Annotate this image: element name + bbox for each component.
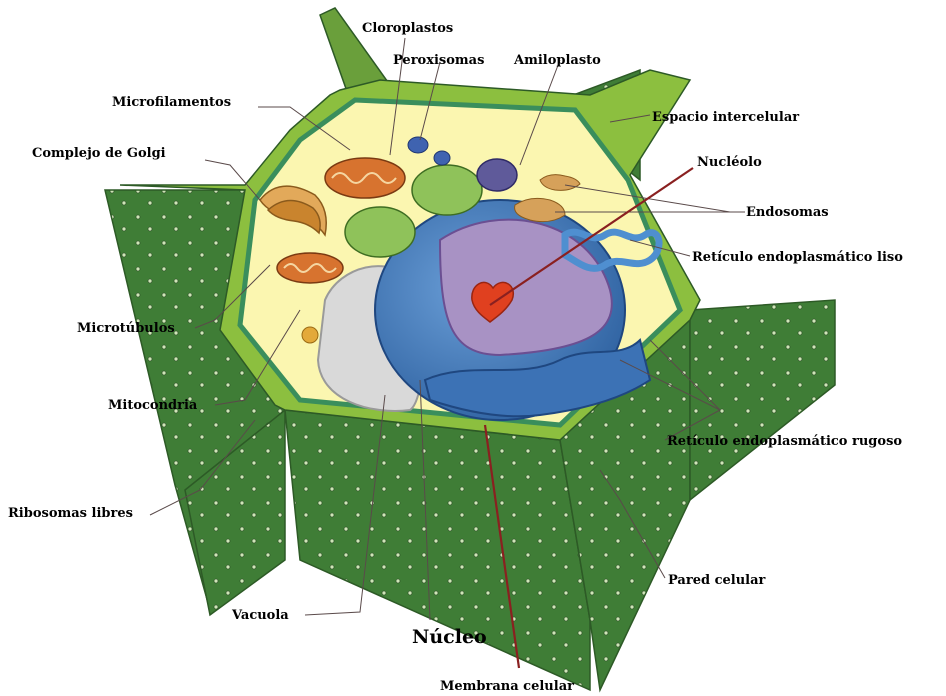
label-microfilamentos: Microfilamentos bbox=[112, 95, 231, 110]
label-amiloplasto: Amiloplasto bbox=[513, 53, 601, 68]
label-endosomas: Endosomas bbox=[746, 205, 829, 220]
label-nucleo: Núcleo bbox=[412, 626, 487, 648]
label-reticulo-liso: Retículo endoplasmático liso bbox=[692, 250, 903, 265]
label-vacuola: Vacuola bbox=[231, 608, 289, 623]
peroxisome bbox=[434, 151, 450, 165]
label-peroxisomas: Peroxisomas bbox=[393, 53, 484, 68]
label-microtubulos: Microtúbulos bbox=[77, 321, 175, 336]
peroxisome bbox=[408, 137, 428, 153]
label-membrana: Membrana celular bbox=[440, 679, 574, 694]
label-reticulo-rugoso: Retículo endoplasmático rugoso bbox=[667, 434, 902, 449]
chloroplast bbox=[345, 207, 415, 257]
chloroplast bbox=[412, 165, 482, 215]
label-ribosomas: Ribosomas libres bbox=[8, 506, 133, 521]
label-nucleolo: Nucléolo bbox=[697, 155, 762, 170]
amyloplast bbox=[477, 159, 517, 191]
label-cloroplastos: Cloroplastos bbox=[362, 21, 453, 36]
label-mitocondria: Mitocondria bbox=[108, 398, 198, 413]
label-complejo-golgi: Complejo de Golgi bbox=[32, 146, 166, 161]
label-pared-celular: Pared celular bbox=[668, 573, 766, 588]
label-espacio-intercelular: Espacio intercelular bbox=[652, 110, 799, 125]
